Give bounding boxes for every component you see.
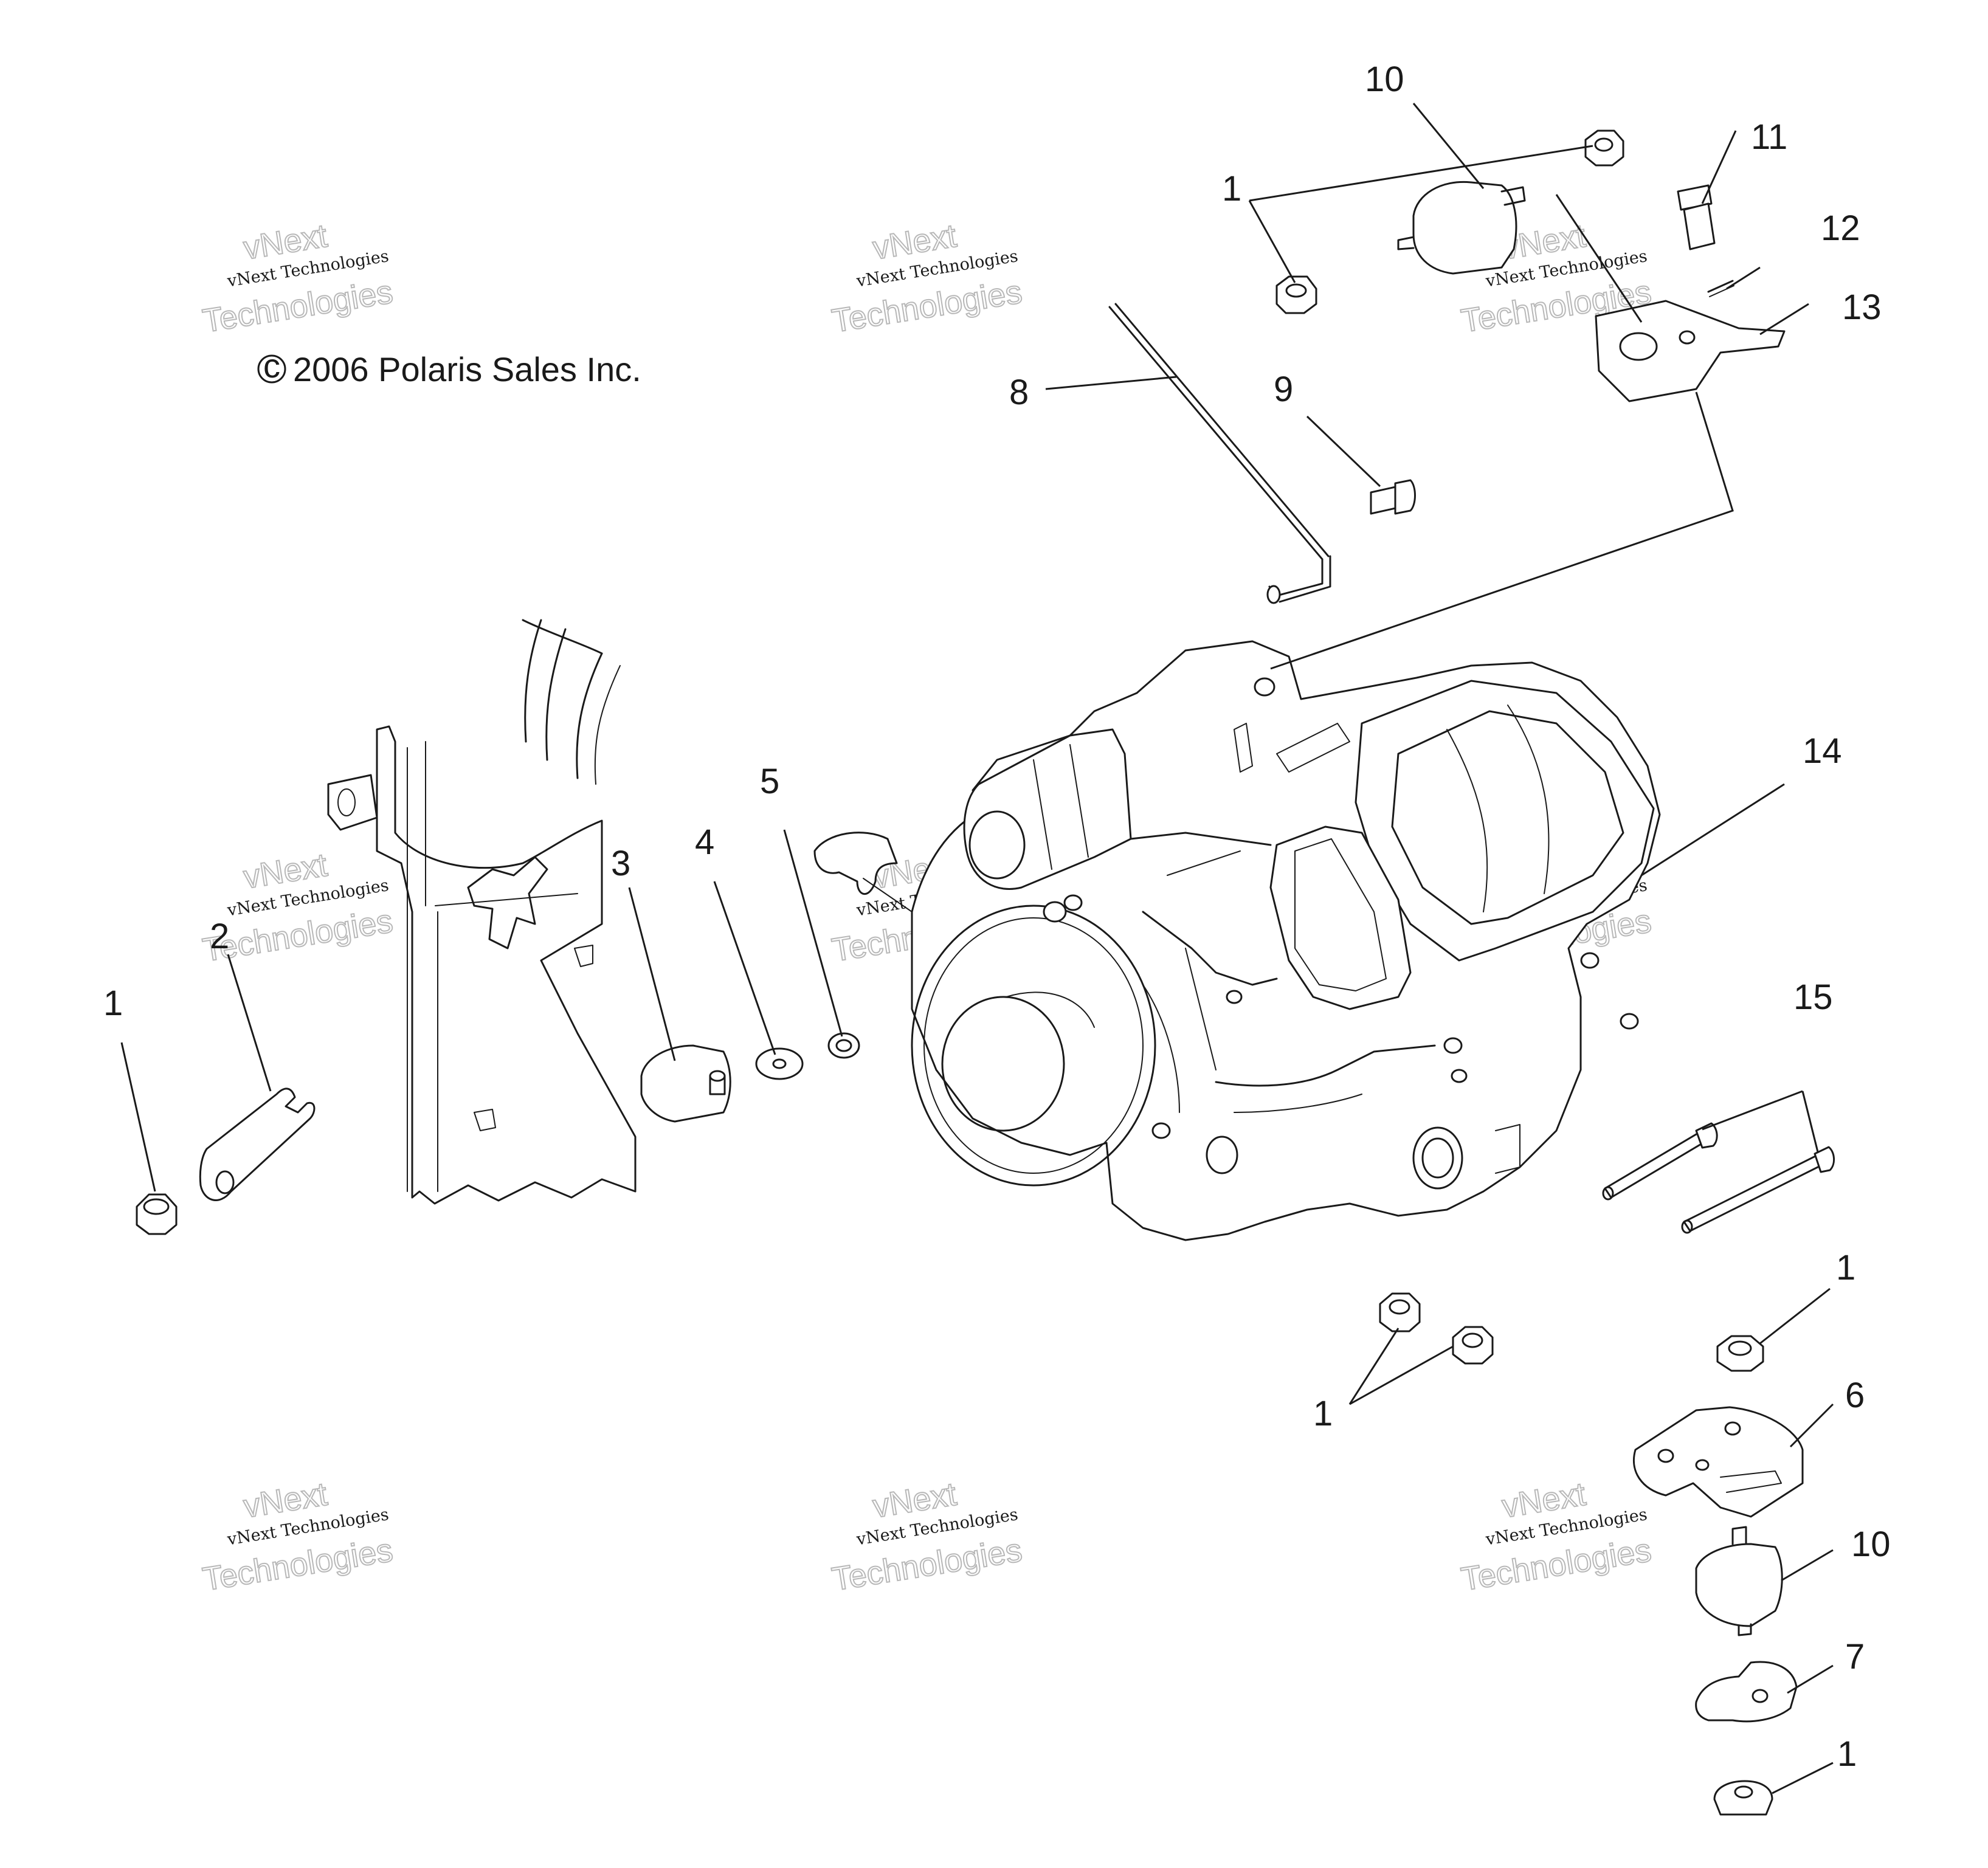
watermark-top-left: vNext Technologies vNext Technologies <box>199 217 396 340</box>
callout-14: 14 <box>1803 731 1842 771</box>
leader-lines <box>120 103 1834 1794</box>
part-7-cup <box>1695 1661 1798 1723</box>
part-13-bracket <box>1595 300 1786 402</box>
callout-1-left: 1 <box>103 984 123 1023</box>
callout-5: 5 <box>760 762 779 801</box>
watermark-bottom-left: vNext Technologies vNext Technologies <box>199 1475 396 1599</box>
part-15-bolts <box>1602 1122 1835 1234</box>
callout-10-bottom: 10 <box>1851 1525 1891 1564</box>
part-1-nuts-bottom-center <box>1379 1292 1494 1365</box>
watermark-top-center: vNext Technologies vNext Technologies <box>829 217 1025 340</box>
part-9-bolt <box>1370 479 1416 515</box>
callout-3: 3 <box>611 844 630 883</box>
part-8-rod <box>1108 303 1331 604</box>
part-1-nut-top-left <box>1275 275 1317 314</box>
part-1-nut-bottom-right <box>1716 1335 1764 1372</box>
callout-4: 4 <box>695 822 714 862</box>
callout-13: 13 <box>1842 288 1882 327</box>
part-1-nut-bottom <box>1713 1780 1773 1816</box>
callout-6: 6 <box>1845 1376 1865 1415</box>
callout-10-top: 10 <box>1365 60 1404 99</box>
part-1-nut-top-right <box>1584 129 1624 167</box>
frame-section <box>327 619 637 1205</box>
callout-1-bottom: 1 <box>1837 1734 1857 1774</box>
part-1-nut-left <box>136 1193 178 1235</box>
callout-1-bottom-right: 1 <box>1836 1248 1855 1287</box>
copyright-symbol: c <box>263 346 280 385</box>
callout-15: 15 <box>1793 977 1833 1017</box>
copyright-text: 2006 Polaris Sales Inc. <box>293 350 641 388</box>
part-2-link-arm <box>199 1087 316 1201</box>
callout-9: 9 <box>1274 370 1293 409</box>
callout-11: 11 <box>1751 117 1787 157</box>
callout-labels: 1 1 1 1 1 2 3 4 5 6 7 8 9 10 10 11 12 13… <box>103 60 1891 1774</box>
callout-1-top: 1 <box>1222 169 1241 209</box>
part-4-washer <box>755 1047 804 1080</box>
part-5-washer <box>827 1032 860 1059</box>
callout-12: 12 <box>1821 209 1860 248</box>
part-14-engine <box>813 640 1661 1241</box>
part-11-bolt <box>1677 184 1716 250</box>
part-3-rubber-mount <box>640 1044 731 1123</box>
callout-2: 2 <box>210 917 229 956</box>
callout-7: 7 <box>1845 1637 1865 1677</box>
copyright-notice: c 2006 Polaris Sales Inc. <box>257 346 641 388</box>
callout-8: 8 <box>1009 373 1029 412</box>
part-10-mount-bottom <box>1695 1526 1783 1636</box>
part-10-mount-top <box>1397 181 1526 275</box>
part-12-pin <box>1707 280 1734 297</box>
part-6-bracket <box>1632 1406 1804 1518</box>
watermark-bottom-center: vNext Technologies vNext Technologies <box>829 1475 1025 1599</box>
watermark-bottom-right: vNext Technologies vNext Technologies <box>1458 1475 1654 1599</box>
callout-1-bottom-center: 1 <box>1313 1394 1333 1433</box>
